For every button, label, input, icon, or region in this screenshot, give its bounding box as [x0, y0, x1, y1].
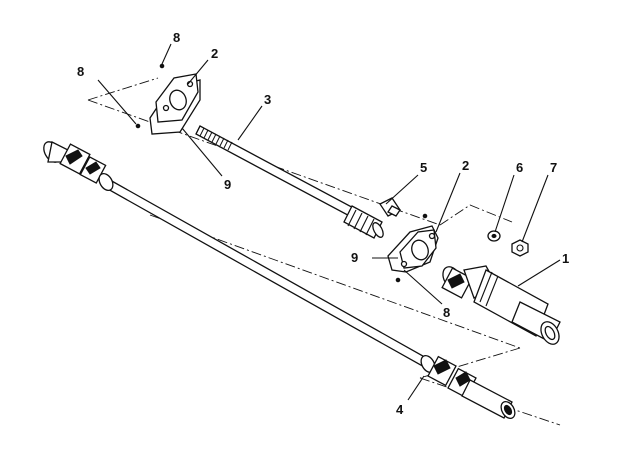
upper-bearing-flange: [135, 63, 201, 135]
callout-5: 5: [420, 160, 427, 175]
upper-universal-joint: [43, 141, 114, 192]
bolt: [379, 197, 401, 217]
threaded-shaft: [195, 125, 384, 239]
callout-6: 6: [516, 160, 523, 175]
nut: [511, 239, 529, 257]
callout-8-lower: 8: [443, 305, 450, 320]
callout-labels: 8 2 8 3 9 5 2 6 7 9 1 8 4: [77, 30, 569, 417]
callout-7: 7: [550, 160, 557, 175]
callout-9-lower: 9: [351, 250, 358, 265]
leader-lines: [97, 43, 561, 401]
lower-universal-joint: [420, 354, 516, 420]
callout-9-upper: 9: [224, 177, 231, 192]
callout-8-top: 8: [173, 30, 180, 45]
shaft-thread: [195, 125, 233, 151]
lower-shaft-assembly: [43, 141, 516, 420]
callout-2-upper: 2: [211, 46, 218, 61]
callout-1: 1: [562, 251, 569, 266]
callout-4: 4: [396, 402, 404, 417]
callout-2-lower: 2: [462, 158, 469, 173]
washer: [487, 230, 501, 242]
callout-8-left: 8: [77, 64, 84, 79]
column-tube-assembly: [441, 265, 561, 345]
shaft-splined-end: [343, 205, 384, 239]
callout-3: 3: [264, 92, 271, 107]
lower-bearing-flange: [387, 213, 439, 283]
